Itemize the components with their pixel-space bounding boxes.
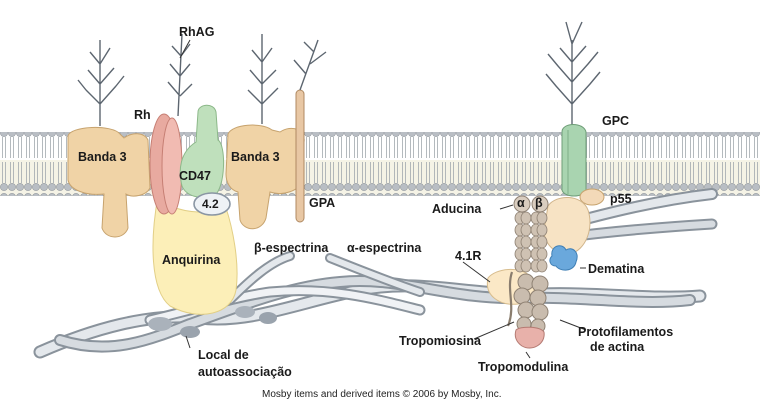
label-aducina: Aducina: [432, 202, 482, 216]
label-tropomiosina: Tropomiosina: [399, 334, 482, 348]
label-rhag: RhAG: [179, 25, 214, 39]
banda3-right-protein: [225, 124, 305, 230]
gpc-protein: [561, 124, 587, 197]
p55-protein: [579, 188, 605, 206]
tropomodulina-protein: [514, 326, 545, 349]
label-41r: 4.1R: [455, 249, 481, 263]
dematina-protein: [549, 245, 578, 271]
banda3-left-protein: [67, 126, 151, 238]
label-protofilamentos: Protofilamentos: [578, 325, 673, 339]
leader-lines: [179, 39, 587, 359]
tropomiosina-strand: [506, 271, 514, 327]
gpa-protein: [295, 89, 305, 223]
label-beta: β: [535, 196, 543, 210]
label-anquirina: Anquirina: [162, 253, 221, 267]
label-cd47: CD47: [179, 169, 211, 183]
label-rh: Rh: [134, 108, 151, 122]
credit-line: Mosby items and derived items © 2006 by …: [262, 389, 502, 400]
label-gpc: GPC: [602, 114, 629, 128]
label-dematina: Dematina: [588, 262, 645, 276]
aducina-chains: [513, 195, 549, 273]
41r-upper-domain: [543, 197, 591, 255]
label-alpha: α: [517, 196, 525, 210]
label-banda3-right: Banda 3: [231, 150, 280, 164]
label-autoassociacao: autoassociação: [198, 365, 292, 379]
label-local-de: Local de: [198, 348, 249, 362]
label-gpa: GPA: [309, 196, 335, 210]
label-p55: p55: [610, 192, 632, 206]
label-de-actina: de actina: [590, 340, 645, 354]
actin-protofilaments: [513, 273, 549, 334]
cd47-protein: [179, 104, 225, 199]
label-42: 4.2: [202, 197, 219, 211]
rhag-protein: [161, 117, 183, 215]
protein-42: [193, 192, 231, 216]
spectrin-network: [33, 188, 718, 359]
label-alpha-espectrina: α-espectrina: [347, 241, 422, 255]
glycans: [77, 21, 601, 126]
label-banda3-left: Banda 3: [78, 150, 127, 164]
label-tropomodulina: Tropomodulina: [478, 360, 569, 374]
label-beta-espectrina: β-espectrina: [254, 241, 329, 255]
